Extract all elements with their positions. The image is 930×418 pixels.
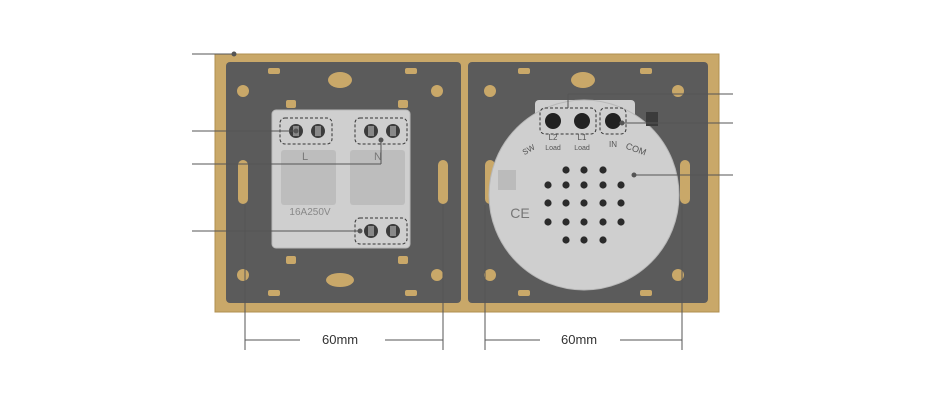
terminal-label-l1: L1 [578,133,587,142]
terminal-label-l: L [302,151,308,163]
speaker-holes [544,166,625,244]
right-plate-holes [484,68,690,296]
terminal-screws-earth [354,217,408,245]
terminal-label-l2: L2 [549,133,558,142]
load-label-2: Load [574,145,590,152]
terminal-label-n: N [374,151,382,163]
load-label-1: Load [545,145,561,152]
dimension-label-right: 60mm [557,332,602,347]
terminal-label-in: IN [609,140,617,149]
dimension-label-left: 60mm [318,332,363,347]
dimension-right [484,205,683,350]
rating-label: 16A250V [289,207,330,218]
terminal-screws-neutral [354,117,408,145]
left-plate-holes [237,68,448,296]
dimension-left [244,205,444,350]
leader-lines-left [192,51,384,234]
touch-module: L2 L1 IN COM Load Load SW CE [488,99,680,291]
leader-lines-right [567,93,733,178]
ce-mark: CE [510,205,529,221]
